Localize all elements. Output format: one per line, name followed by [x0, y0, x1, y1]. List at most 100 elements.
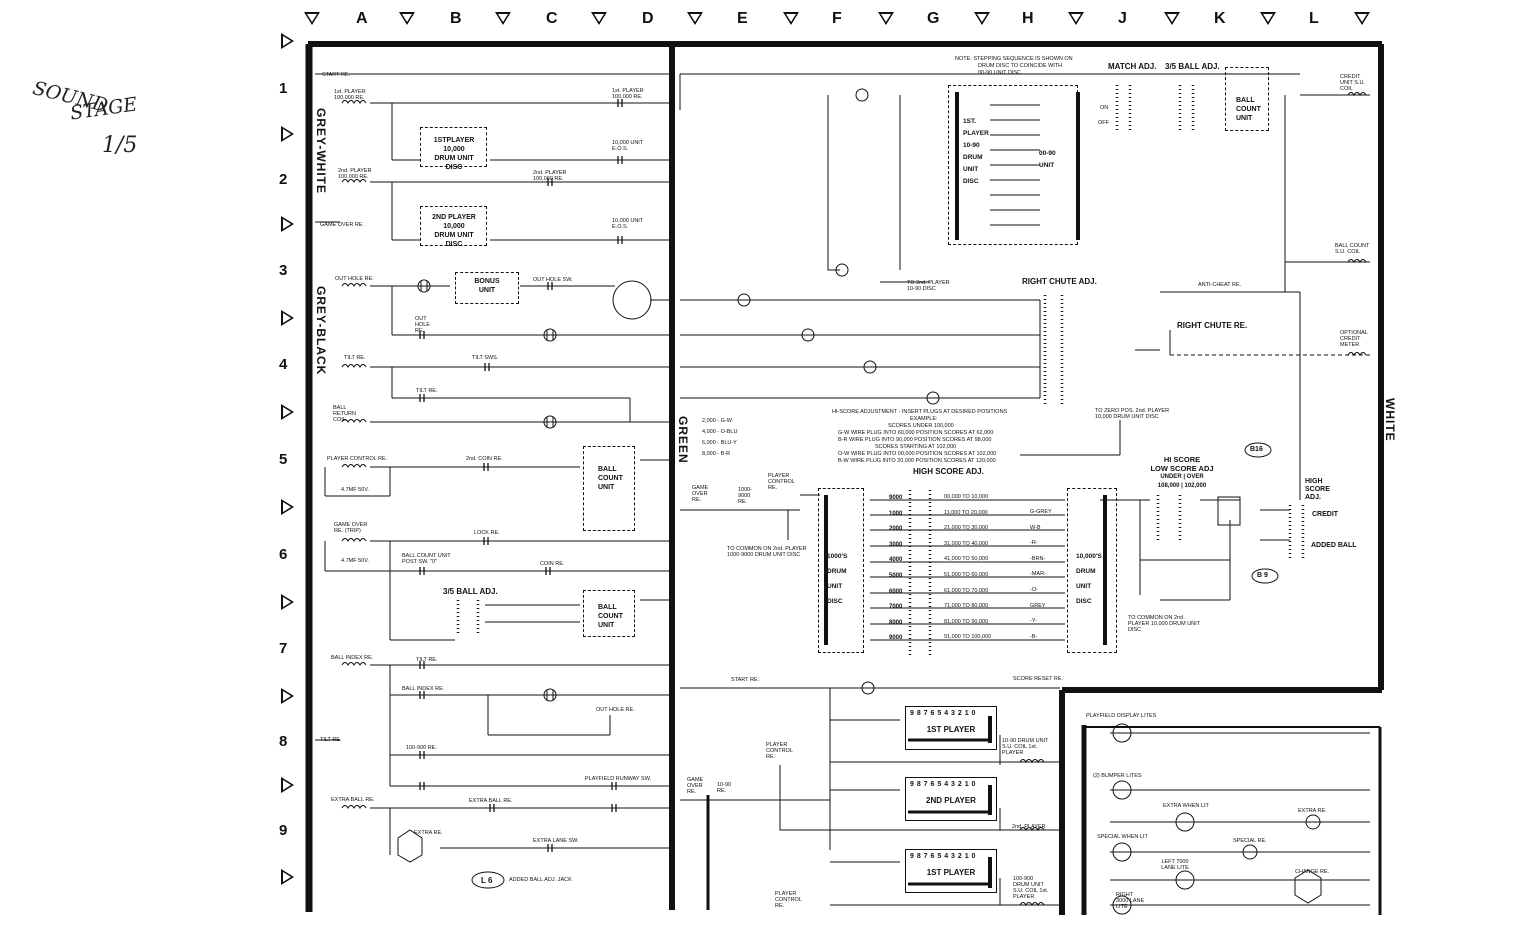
- match-on: ON: [1100, 105, 1109, 111]
- display-p1-b: 9 8 7 6 5 4 3 2 1 0 1ST PLAYER: [905, 849, 997, 893]
- b16-plug: B16: [1250, 446, 1263, 453]
- ball-adj-35-left: 3/5 BALL ADJ.: [443, 587, 498, 596]
- right-lane-lite: RIGHT 3000 LANE LITE: [1116, 892, 1145, 910]
- label-playfield-runway-sw: PLAYFIELD RUNWAY SW.: [585, 776, 652, 782]
- bc1-l2: COUNT: [598, 475, 623, 482]
- label-ball-count-post: BALL COUNT UNIT POST SW. "0": [402, 553, 451, 565]
- wire-color: GREY: [1030, 602, 1046, 609]
- wire-color: -Y-: [1030, 618, 1037, 625]
- to-common-note: TO COMMON ON 2nd. PLAYER 1000-9000 DRUM …: [727, 546, 807, 558]
- bc2-l3: UNIT: [598, 622, 615, 629]
- score-range: 41,000 TO 50,000: [944, 556, 989, 563]
- coil-100-900: 100-900 DRUM UNIT S.U. COIL 1st. PLAYER: [1013, 876, 1049, 900]
- label-ball-index-re: BALL INDEX RE.: [331, 655, 374, 661]
- hi-score-low-score-adj: HI SCORE LOW SCORE ADJ UNDER | OVER 108,…: [1147, 455, 1217, 491]
- handwritten-line-3: 1/5: [102, 133, 138, 158]
- grid-marker-down: [783, 12, 799, 25]
- ball-count-unit-2: BALL COUNT UNIT: [583, 590, 635, 637]
- thousand-position: 3000: [889, 541, 903, 548]
- d10000-l4: DISC: [1076, 598, 1092, 605]
- match-adj: MATCH ADJ.: [1108, 62, 1157, 71]
- bundle-grey-white: GREY-WHITE: [314, 108, 328, 195]
- label-eos-2: 10,000 UNIT E.O.S.: [612, 218, 644, 230]
- first-player-drum-disc: 1ST. PLAYER 10-90 DRUM UNIT DISC 00-90 U…: [948, 85, 1078, 245]
- score-reset-re: SCORE RESET RE.: [1013, 676, 1064, 682]
- label-p1-unit: 1st. PLAYER 100,000 RE.: [612, 88, 644, 100]
- hs-l6: 102,000: [1184, 483, 1207, 489]
- bc2-l1: BALL: [598, 604, 617, 611]
- grid-marker-right: [281, 33, 294, 49]
- u0090-l2: UNIT: [1039, 162, 1055, 169]
- thousand-position: 9000: [889, 495, 903, 501]
- bumper-lites: (2) BUMPER LITES: [1093, 773, 1142, 779]
- note-line-3: 00-90 UNIT DISC: [978, 70, 1021, 76]
- hiscore-adj-l6: B-W WIRE PLUG INTO 20,000 POSITION SCORE…: [838, 458, 996, 464]
- grid-marker-down: [1164, 12, 1180, 25]
- grid-marker-down: [974, 12, 990, 25]
- drum2-l1: 2ND PLAYER: [432, 214, 476, 221]
- grid-marker-down: [304, 12, 320, 25]
- hiscore-adj-l1: SCORES UNDER 100,000: [888, 423, 954, 429]
- label-coin-re: COIN RE.: [540, 561, 565, 567]
- hiscore-adj-l4: SCORES STARTING AT 102,000: [875, 444, 957, 450]
- grid-marker-right: [281, 499, 294, 515]
- label-cap-2: 4.7MF 50V.: [341, 558, 369, 564]
- label-tilt-re-4: TILT RE.: [320, 737, 342, 743]
- l6-jack: L 6: [481, 876, 493, 885]
- ball-adj-35-right: 3/5 BALL ADJ.: [1165, 62, 1220, 71]
- display-p1-digits: 9 8 7 6 5 4 3 2 1 0: [910, 710, 976, 717]
- column-label: F: [832, 10, 842, 27]
- fp90-l3: 10-90: [963, 142, 980, 149]
- display-p2-label: 2ND PLAYER: [926, 796, 976, 805]
- wire-color: -O-: [1030, 587, 1038, 593]
- match-off: OFF: [1098, 120, 1109, 126]
- hs-l2: LOW SCORE ADJ: [1150, 464, 1214, 473]
- hs-l5: 108,000: [1157, 483, 1180, 489]
- change-re: CHANGE RE.: [1295, 869, 1330, 875]
- column-label: B: [450, 10, 462, 27]
- grid-marker-right: [281, 688, 294, 704]
- display-p1-label: 1ST PLAYER: [926, 725, 976, 734]
- hs-l1: HI SCORE: [1163, 455, 1201, 464]
- label-tilt-re-3: TILT RE.: [416, 657, 438, 663]
- bc1-l1: BALL: [598, 466, 617, 473]
- plug-row: 6,000 - BLU-Y: [702, 440, 737, 446]
- d1000-l2: DRUM: [827, 568, 847, 575]
- grid-marker-down: [1260, 12, 1276, 25]
- hsr-l3: ADJ.: [1305, 494, 1321, 501]
- label-p1-100k: 1st. PLAYER 100,000 RE.: [334, 89, 366, 101]
- label-out-hole-sw: OUT HOLE SW.: [533, 277, 573, 283]
- game-over-re-bottom: GAME OVER RE.: [687, 777, 704, 795]
- label-tilt-re: TILT RE.: [344, 355, 366, 361]
- bc3-l3: UNIT: [1236, 115, 1253, 122]
- label-game-over-trip: GAME OVER RE. (TRIP): [334, 522, 368, 534]
- display-p1: 9 8 7 6 5 4 3 2 1 0 1ST PLAYER: [905, 706, 997, 750]
- score-range: 31,000 TO 40,000: [944, 540, 989, 547]
- grid-marker-down: [878, 12, 894, 25]
- thousand-position: 4000: [889, 557, 903, 564]
- credit-unit-coil: CREDIT UNIT S.U. COIL: [1340, 74, 1365, 92]
- column-label: C: [546, 10, 558, 27]
- column-label: G: [927, 10, 940, 27]
- bc2-l2: COUNT: [598, 613, 623, 620]
- column-label: D: [642, 10, 654, 27]
- fp90-l2: PLAYER: [963, 130, 989, 137]
- score-range: 51,000 TO 60,000: [944, 572, 989, 578]
- grid-marker-right: [281, 594, 294, 610]
- start-re-2: START RE.: [731, 677, 760, 683]
- bundle-white: WHITE: [1383, 398, 1397, 442]
- grid-marker-right: [281, 404, 294, 420]
- display-p1b-label: 1ST PLAYER: [926, 868, 976, 877]
- d10000-l3: UNIT: [1076, 583, 1092, 590]
- label-cap-1: 4.7MF 50V.: [341, 487, 369, 493]
- row-label: 9: [279, 822, 288, 839]
- label-ball-return-coil: BALL RETURN COIL: [333, 405, 356, 423]
- column-label: L: [1309, 10, 1319, 27]
- hsr-l1: HIGH: [1305, 478, 1323, 485]
- right-chute-re: RIGHT CHUTE RE.: [1177, 321, 1248, 330]
- column-label: J: [1118, 10, 1127, 27]
- grid-marker-down: [399, 12, 415, 25]
- grid-marker-right: [281, 777, 294, 793]
- thousand-position: 2000: [889, 526, 903, 533]
- label-extra-lane-sw: EXTRA LANE SW.: [533, 838, 579, 844]
